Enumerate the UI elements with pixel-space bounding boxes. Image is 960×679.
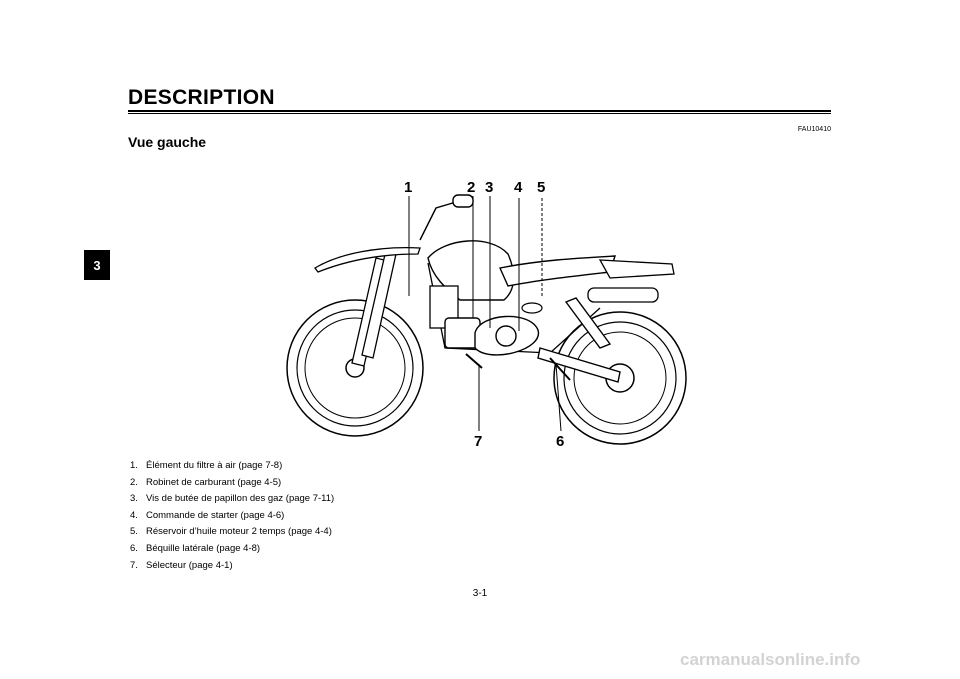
oil-tank-shape [521, 302, 543, 314]
front-fender [314, 247, 421, 273]
title-rule-thick [128, 110, 831, 112]
shift-pedal-shape [465, 353, 483, 369]
list-item: 5. Réservoir d’huile moteur 2 temps (page… [130, 524, 334, 541]
callout-4: 4 [514, 179, 523, 196]
list-item: 1. Élément du filtre à air (page 7-8) [130, 458, 334, 475]
callout-7: 7 [474, 433, 482, 450]
callout-5: 5 [537, 179, 545, 196]
item-number: 6. [130, 542, 138, 554]
parts-list: 1. Élément du filtre à air (page 7-8) 2. R… [130, 458, 334, 574]
item-number: 3. [130, 493, 138, 505]
page-number: 3-1 [472, 588, 488, 599]
title-rule-thin [128, 113, 831, 114]
watermark: carmanualsonline.info [680, 650, 861, 669]
list-item: 6. Béquille latérale (page 4-8) [130, 541, 334, 558]
document-code: FAU10410 [797, 126, 831, 133]
swingarm [537, 297, 621, 383]
front-fork [351, 249, 397, 367]
item-text: Béquille latérale (page 4-8) [146, 542, 261, 554]
list-item: 7. Sélecteur (page 4-1) [130, 558, 334, 575]
list-item: 3. Vis de butée de papillon des gaz (page… [130, 491, 334, 508]
item-number: 1. [130, 460, 138, 471]
seat [499, 255, 616, 287]
list-item: 4. Commande de starter (page 4-6) [130, 508, 334, 525]
list-item: 2. Robinet de carburant (page 4-5) [130, 475, 334, 492]
item-text: Robinet de carburant (page 4-5) [146, 476, 282, 488]
item-text: Commande de starter (page 4-6) [146, 509, 285, 521]
item-text: Réservoir d’huile moteur 2 temps (page 4… [146, 526, 332, 538]
item-number: 4. [130, 509, 138, 521]
motorcycle-illustration: 1 2 3 4 5 6 7 [286, 179, 687, 450]
engine [444, 315, 539, 356]
rear-wheel [553, 311, 687, 445]
page-title: DESCRIPTION [128, 86, 275, 109]
item-number: 2. [130, 476, 138, 488]
item-text: Vis de butée de papillon des gaz (page 7… [146, 493, 335, 505]
muffler [587, 287, 659, 303]
item-number: 5. [130, 526, 138, 538]
item-text: Élément du filtre à air (page 7-8) [146, 460, 283, 471]
callout-1: 1 [404, 179, 412, 196]
callout-2: 2 [467, 179, 475, 196]
callout-3: 3 [485, 179, 493, 196]
front-wheel [286, 299, 424, 437]
rear-fender [598, 259, 675, 279]
callout-leaders [408, 196, 562, 432]
chapter-tab[interactable]: 3 [84, 250, 110, 280]
item-text: Sélecteur (page 4-1) [146, 559, 233, 571]
sidestand-shape [549, 357, 571, 381]
item-number: 7. [130, 559, 138, 571]
handlebar [419, 194, 474, 241]
section-title: Vue gauche [128, 134, 207, 150]
callout-6: 6 [556, 433, 564, 450]
